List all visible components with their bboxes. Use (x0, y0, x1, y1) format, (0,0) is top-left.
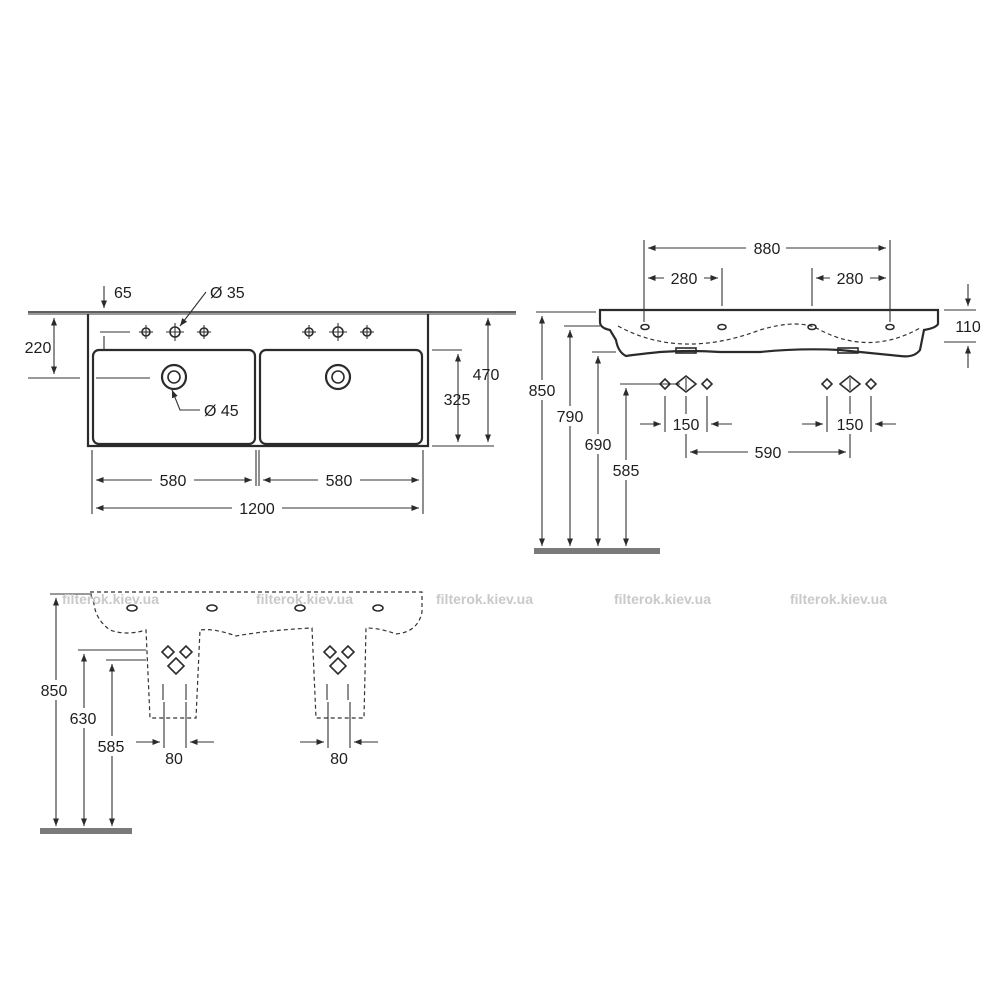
dim-220: 220 (25, 340, 52, 357)
dim-850-front: 850 (41, 683, 68, 700)
dim-drain-diameter: Ø 45 (204, 403, 239, 420)
dim-80-right: 80 (330, 751, 348, 768)
fittings-right (820, 374, 878, 394)
dim-585-front: 585 (98, 739, 125, 756)
watermark-4: filterok.kiev.ua (614, 591, 711, 607)
dim-590: 590 (755, 445, 782, 462)
dim-110: 110 (955, 319, 981, 336)
front-view: 850 630 585 80 80 (36, 591, 423, 834)
dim-790: 790 (557, 409, 584, 426)
side-basin-outline (598, 308, 940, 358)
dim-hole-diameter: Ø 35 (210, 285, 245, 302)
watermark-3: filterok.kiev.ua (436, 591, 533, 607)
drain-right (324, 363, 352, 391)
tap-holes-left (139, 323, 211, 341)
dim-150-left: 150 (673, 417, 700, 434)
dim-690: 690 (585, 437, 612, 454)
dim-325: 325 (444, 392, 471, 409)
dim-280-left: 280 (671, 271, 698, 288)
dim-1200: 1200 (239, 501, 275, 518)
dim-630: 630 (70, 711, 97, 728)
front-basin-outline (89, 591, 423, 719)
dim-580-right: 580 (326, 473, 353, 490)
tap-holes-right (302, 323, 374, 341)
front-fittings-left (160, 644, 194, 700)
watermark-1: filterok.kiev.ua (62, 591, 159, 607)
bowl-right (258, 348, 424, 446)
dim-585-side: 585 (613, 463, 640, 480)
dim-65: 65 (114, 285, 132, 302)
top-view: 65 Ø 35 220 Ø 45 470 325 580 580 1200 (25, 285, 516, 518)
side-view: 880 280 280 110 850 790 690 585 (524, 238, 981, 554)
watermarks: filterok.kiev.ua filterok.kiev.ua filter… (62, 591, 887, 607)
fittings-left (658, 374, 714, 394)
dim-880: 880 (754, 241, 781, 258)
floor-front (40, 828, 132, 834)
bowl-left (91, 348, 257, 446)
dim-470: 470 (473, 367, 500, 384)
drain-left (160, 363, 188, 391)
dim-80-left: 80 (165, 751, 183, 768)
watermark-2: filterok.kiev.ua (256, 591, 353, 607)
basin-outline (86, 314, 430, 448)
dim-850-side: 850 (529, 383, 556, 400)
floor-side (534, 548, 660, 554)
dim-150-right: 150 (837, 417, 864, 434)
dim-280-right: 280 (837, 271, 864, 288)
front-fittings-right (322, 644, 356, 700)
dim-580-left: 580 (160, 473, 187, 490)
watermark-5: filterok.kiev.ua (790, 591, 887, 607)
side-bowl-dashed (617, 323, 921, 345)
